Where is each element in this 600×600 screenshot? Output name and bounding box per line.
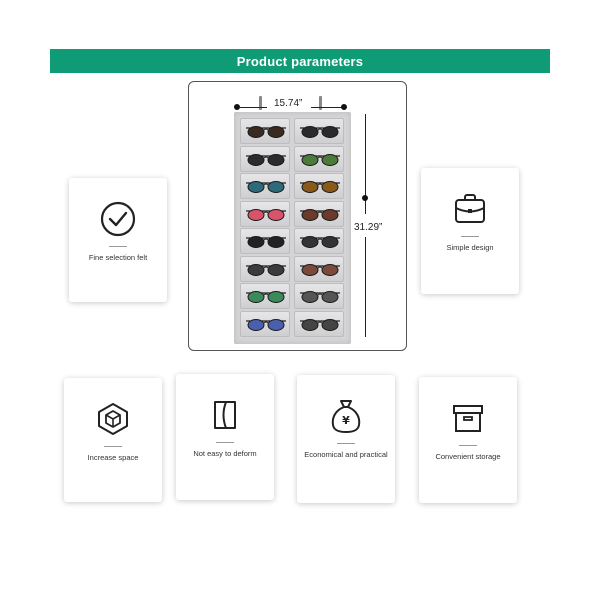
card-divider xyxy=(337,443,355,444)
svg-text:¥: ¥ xyxy=(342,414,350,427)
height-dimension-line-lower xyxy=(365,237,366,337)
organizer-pocket xyxy=(294,255,344,282)
organizer-pocket xyxy=(294,200,344,227)
right-hanging-hook xyxy=(319,96,322,110)
sunglasses-icon xyxy=(300,126,340,138)
sunglasses-icon xyxy=(300,318,340,331)
width-dimension-line-right xyxy=(311,107,343,108)
organizer-pocket xyxy=(240,283,290,309)
card-divider xyxy=(216,442,234,443)
money-bag-icon: ¥ xyxy=(328,397,364,435)
sunglasses-icon xyxy=(246,126,286,138)
feature-card-increase-space: Increase space xyxy=(64,378,162,502)
sunglasses-icon xyxy=(246,236,286,248)
organizer-pocket xyxy=(294,173,344,199)
storage-box-icon xyxy=(450,399,486,437)
organizer-pocket xyxy=(240,228,290,254)
panel-icon xyxy=(207,396,243,434)
check-circle-icon xyxy=(99,200,137,238)
height-label: 31.29” xyxy=(354,222,383,233)
organizer-pocket xyxy=(240,255,290,282)
organizer-pocket xyxy=(240,310,290,337)
sunglasses-icon xyxy=(300,181,340,193)
feature-card-economical-and-practical: ¥ Economical and practical xyxy=(297,375,395,503)
sunglasses-icon xyxy=(246,263,286,276)
feature-label: Not easy to deform xyxy=(193,449,257,458)
left-hanging-hook xyxy=(259,96,262,110)
sunglasses-icon xyxy=(246,208,286,221)
card-divider xyxy=(109,246,127,247)
banner-title: Product parameters xyxy=(50,49,550,73)
organizer-pocket xyxy=(294,283,344,309)
sunglasses-icon xyxy=(300,236,340,248)
sunglasses-organizer xyxy=(234,112,351,344)
height-dim-mid-dot xyxy=(362,195,368,201)
organizer-pocket xyxy=(294,145,344,172)
feature-card-simple-design: Simple design xyxy=(421,168,519,294)
width-label: 15.74” xyxy=(274,98,303,109)
feature-card-not-easy-to-deform: Not easy to deform xyxy=(176,374,274,500)
feature-card-convenient-storage: Convenient storage xyxy=(419,377,517,503)
card-divider xyxy=(459,445,477,446)
organizer-pocket xyxy=(294,310,344,337)
card-divider xyxy=(461,236,479,237)
organizer-pocket xyxy=(240,173,290,199)
organizer-pocket xyxy=(240,118,290,144)
feature-label: Simple design xyxy=(446,243,494,252)
sunglasses-icon xyxy=(246,181,286,193)
feature-label: Convenient storage xyxy=(435,452,501,461)
sunglasses-icon xyxy=(246,291,286,303)
organizer-pocket xyxy=(240,200,290,227)
organizer-right-column xyxy=(294,118,344,338)
organizer-pocket xyxy=(294,228,344,254)
cube-icon xyxy=(95,400,131,438)
product-image: 15.74” 31.29” xyxy=(188,81,407,351)
feature-label: Fine selection felt xyxy=(88,253,148,262)
width-dim-end-dot xyxy=(341,104,347,110)
card-divider xyxy=(104,446,122,447)
width-dimension-line xyxy=(239,107,267,108)
height-dimension-line xyxy=(365,114,366,214)
feature-label: Economical and practical xyxy=(304,450,388,459)
sunglasses-icon xyxy=(300,291,340,303)
sunglasses-icon xyxy=(300,208,340,221)
organizer-pocket xyxy=(294,118,344,144)
organizer-left-column xyxy=(240,118,290,338)
sunglasses-icon xyxy=(246,153,286,166)
sunglasses-icon xyxy=(246,318,286,331)
width-dim-start-dot xyxy=(234,104,240,110)
sunglasses-icon xyxy=(300,153,340,166)
organizer-pocket xyxy=(240,145,290,172)
feature-card-fine-selection-felt: Fine selection felt xyxy=(69,178,167,302)
feature-label: Increase space xyxy=(87,453,139,462)
bag-icon xyxy=(452,190,488,228)
sunglasses-icon xyxy=(300,263,340,276)
